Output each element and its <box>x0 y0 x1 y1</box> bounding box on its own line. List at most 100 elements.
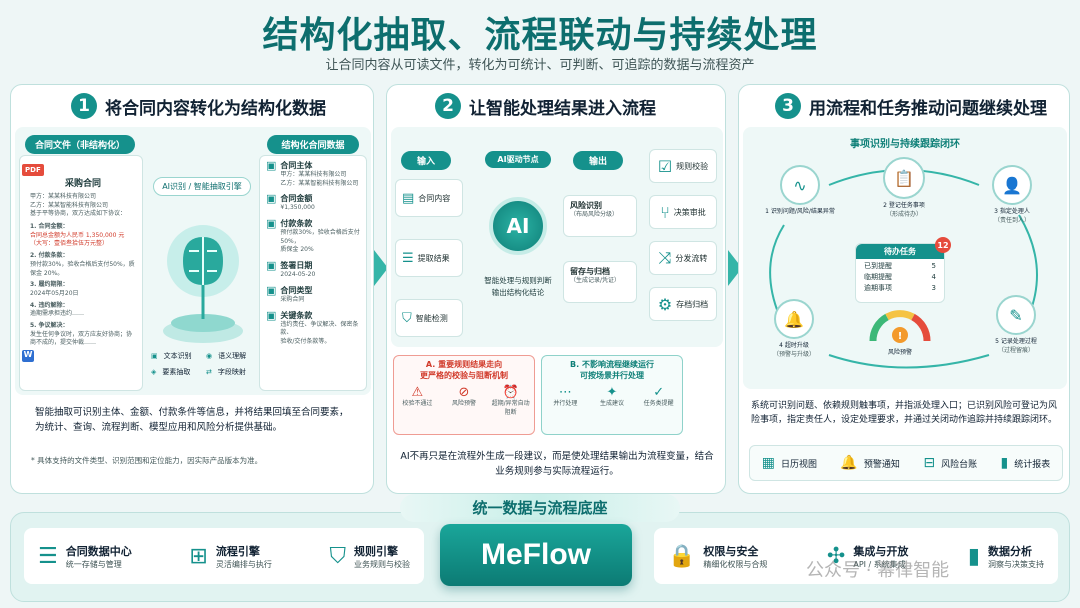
gauge-icon: ! <box>869 310 931 343</box>
arrow-right-icon <box>374 250 388 286</box>
contract-title: 采购合同 <box>64 179 101 189</box>
loop-title: 事项识别与持续跟踪闭环 <box>850 139 960 150</box>
flow-step: ⚙存档归档 <box>649 287 717 321</box>
loop-step-sub: （过程留痕） <box>997 346 1034 354</box>
flow-step: ☑规则校验 <box>649 149 717 183</box>
todo-row-label: 逾期事项 <box>864 284 892 293</box>
database-icon: ☰ <box>38 543 58 569</box>
loop-step-sub: （预警与升级） <box>772 350 815 358</box>
rule-a-item: ⊘风险预警 <box>443 385 485 417</box>
rule-a-item-label: 校验不通过 <box>402 400 433 407</box>
rule-b-item: ⋯并行处理 <box>544 385 586 409</box>
footer-item-title: 流程引擎 <box>215 544 260 558</box>
todo-row-count: 4 <box>931 273 936 282</box>
panel-2-description: AI不再只是在流程外生成一段建议，而是使处理结果输出为流程变量，结合业务规则参与… <box>400 451 714 478</box>
engine-feature: ◈要素抽取 <box>151 367 202 377</box>
field-label: 关键条款 <box>280 310 313 320</box>
panel-structured-extraction: 1 将合同内容转化为结构化数据 合同文件（非结构化） PDF 采购合同 甲方：某… <box>10 84 374 494</box>
output-sub: （布局风险分级） <box>570 211 619 218</box>
loop-step-sub: （责任到人） <box>993 216 1030 224</box>
structured-data-tag: 结构化合同数据 <box>267 135 359 154</box>
loop-step-label: 5 记录处理过程 <box>995 338 1037 345</box>
panel-1-header: 1 将合同内容转化为结构化数据 <box>71 93 326 119</box>
panel-1-title: 将合同内容转化为结构化数据 <box>105 98 326 119</box>
flow-step-label: 存档归档 <box>676 299 709 309</box>
feature-label: 日历视图 <box>780 459 817 470</box>
footer-item: ▮数据分析洞察与决策支持 <box>968 543 1044 570</box>
rule-b-item-label: 并行处理 <box>553 400 578 407</box>
field-body: 关键条款违约责任、争议解决、保密条款、验收/交付条款等。 <box>280 310 360 347</box>
footer-item: ⊞流程引擎灵活编排与执行 <box>189 543 271 570</box>
platform-banner: 统一数据与流程底座 <box>400 494 680 522</box>
field-body: 合同类型采购合同 <box>280 285 312 305</box>
input-item: ☰提取结果 <box>395 239 463 277</box>
field-value-2: 乙方：某某智能科技有限公司 <box>280 179 359 187</box>
clause-2-value: 预付款30%，验收合格后支付50%，质保金 20%。 <box>30 260 135 277</box>
output-label: 风险识别 <box>570 201 602 210</box>
field-row: ▣合同主体甲方：某某科技有限公司乙方：某某智能科技有限公司 <box>266 160 360 188</box>
field-body: 合同主体甲方：某某科技有限公司乙方：某某智能科技有限公司 <box>280 160 358 188</box>
extract-icon: ◈ <box>151 368 157 376</box>
field-icon: ▣ <box>266 308 277 322</box>
footer-item-sub: API / 系统集成 <box>853 559 906 569</box>
loop-step: 🔔 4 超时升级 （预警与升级） <box>757 299 831 359</box>
bell-icon: 🔔 <box>774 299 814 339</box>
text-recognition-icon: ▣ <box>151 352 158 360</box>
field-value: 2024-05-20 <box>280 271 316 279</box>
bar-chart-icon: ▮ <box>1000 455 1009 471</box>
flow-step-label: 分发流转 <box>675 253 708 263</box>
field-value: 甲方：某某科技有限公司 <box>280 171 347 178</box>
step-number: 1 <box>71 93 97 119</box>
field-value-2: 质保金 20% <box>280 246 314 254</box>
edit-icon: ✎ <box>996 295 1036 335</box>
rule-a-item: ⏰超期/异常自动阻断 <box>490 385 532 417</box>
panel-task-loop: 3 用流程和任务推动问题继续处理 事项识别与持续跟踪闭环 ∿ 1 识别问题/风险… <box>738 84 1070 494</box>
footer-item-title: 权限与安全 <box>703 544 759 558</box>
party-a: 甲方：某某科技有限公司 <box>30 193 97 200</box>
database-icon: ☰ <box>402 250 414 266</box>
field-label: 合同主体 <box>280 161 313 170</box>
footer-item-title: 规则引擎 <box>354 544 398 558</box>
input-label: 提取结果 <box>417 253 450 263</box>
shield-icon: ⛉ <box>402 310 412 326</box>
watermark: 公众号 · 幂律智能 <box>806 560 950 581</box>
clause-1-value: 合同总金额为人民币 1,350,000 元 <box>30 231 125 239</box>
rule-a-title-2: 更严格的校验与阻断机制 <box>420 371 508 380</box>
panel-3-header: 3 用流程和任务推动问题继续处理 <box>775 93 1047 119</box>
rule-a-items: ⚠校验不通过 ⊘风险预警 ⏰超期/异常自动阻断 <box>394 385 534 417</box>
contract-document: PDF 采购合同 甲方：某某科技有限公司 乙方：某某智能科技有限公司 基于平等协… <box>19 155 143 391</box>
contract-intro: 基于平等协商，双方达成如下协议： <box>30 210 127 218</box>
ledger-icon: ⊟ <box>923 455 936 471</box>
analytics-icon: ▮ <box>967 543 980 569</box>
rule-a-box: A. 重要规则结果走向 更严格的校验与阻断机制 ⚠校验不通过 ⊘风险预警 ⏰超期… <box>393 355 535 435</box>
field-icon: ▣ <box>266 217 277 231</box>
clause-4-value: 逾期需承担违约…… <box>30 310 85 318</box>
input-tag: 输入 <box>401 151 451 170</box>
bell-icon: 🔔 <box>840 455 858 471</box>
footer-item-title: 数据分析 <box>987 544 1032 558</box>
engine-features: ▣文本识别 ◉语义理解 ◈要素抽取 ⇄字段映射 <box>151 351 257 377</box>
footer-item: ☰合同数据中心统一存储与管理 <box>38 543 132 570</box>
footer-item: 🔒权限与安全精细化权限与合规 <box>668 543 767 570</box>
engine-feature-label: 语义理解 <box>218 352 247 360</box>
clipboard-icon: 📋 <box>883 157 925 199</box>
ai-desc-1: 智能处理与规则判断 <box>484 276 552 285</box>
parallel-icon: ⋯ <box>558 385 572 400</box>
loop-step: ✎ 5 记录处理过程 （过程留痕） <box>979 295 1053 355</box>
engine-feature: ▣文本识别 <box>151 351 202 361</box>
risk-gauge: ! 风险预警 <box>867 305 933 358</box>
todo-row-count: 5 <box>931 262 936 270</box>
word-icon: W <box>22 350 34 362</box>
todo-title: 待办任务 <box>856 244 944 259</box>
clause-2: 2. 付款条款： <box>30 252 69 260</box>
output-item: 风险识别 （布局风险分级） <box>563 195 637 237</box>
feature-ledger: ⊟风险台账 <box>923 455 977 471</box>
panel-3-title: 用流程和任务推动问题继续处理 <box>809 98 1047 119</box>
alarm-icon: ⏰ <box>502 385 519 400</box>
field-value: 预付款30%，验收合格后支付50%， <box>280 229 360 245</box>
mapping-icon: ⇄ <box>206 368 212 376</box>
field-value-2: 验收/交付条款等。 <box>280 337 331 345</box>
field-row: ▣合同金额¥1,350,000 <box>266 193 360 213</box>
